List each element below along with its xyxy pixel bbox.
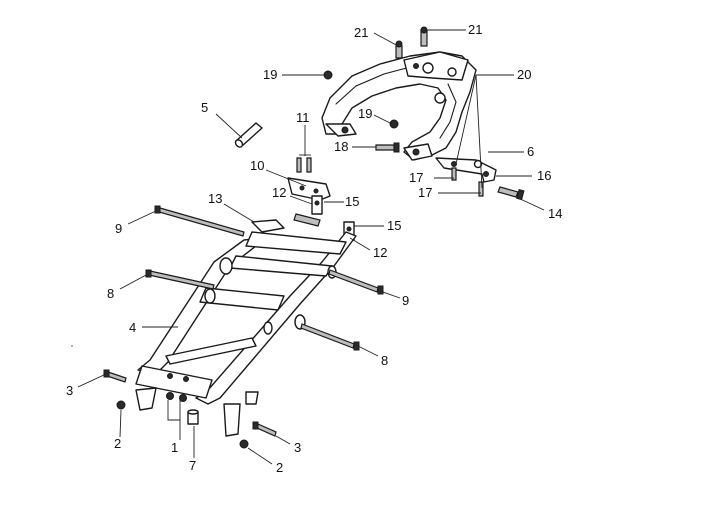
callout-8-left: 8 <box>107 286 114 301</box>
callout-15-upper: 15 <box>345 194 359 209</box>
leader-lines <box>77 29 545 465</box>
callout-2-left: 2 <box>114 436 121 451</box>
callout-19-top: 19 <box>263 67 277 82</box>
callout-19-mid: 19 <box>358 106 372 121</box>
callout-12-lower: 12 <box>373 245 387 260</box>
nuts-part-1 <box>166 392 187 402</box>
callout-20: 20 <box>517 67 531 82</box>
callout-17-lower: 17 <box>418 185 432 200</box>
latch-part-15-upper <box>311 195 323 215</box>
latch-part-12-upper <box>293 213 321 227</box>
pin-part-5 <box>234 122 263 148</box>
callout-21-left: 21 <box>354 25 368 40</box>
screw-part-17-a <box>451 167 457 181</box>
nut-part-2-right <box>239 439 249 449</box>
screws-part-11 <box>296 157 312 173</box>
bolt-part-3-right <box>252 421 277 437</box>
callout-11: 11 <box>296 110 310 125</box>
callout-17-upper: 17 <box>409 170 423 185</box>
bolt-part-9-right <box>328 269 384 295</box>
callout-6: 6 <box>527 144 534 159</box>
callout-10: 10 <box>250 158 264 173</box>
screw-part-17-b <box>478 181 484 197</box>
callout-9-left: 9 <box>115 221 122 236</box>
bolt-part-21-right <box>420 26 428 47</box>
spacer-part-7 <box>187 409 199 425</box>
callout-5: 5 <box>201 100 208 115</box>
bolt-part-8-right <box>300 323 360 351</box>
callout-3-right: 3 <box>294 440 301 455</box>
subframe-part-4 <box>135 231 357 437</box>
bolt-part-18 <box>375 142 400 153</box>
bolt-part-3-left <box>103 369 127 383</box>
bolt-part-8-left <box>145 269 215 290</box>
callout-2-right: 2 <box>276 460 283 475</box>
callout-9-right: 9 <box>402 293 409 308</box>
callout-14: 14 <box>548 206 562 221</box>
bolt-part-21-left <box>395 40 403 59</box>
nut-part-19-top <box>323 70 333 80</box>
callout-8-right: 8 <box>381 353 388 368</box>
stray-dot <box>71 345 73 347</box>
callout-3-left: 3 <box>66 383 73 398</box>
nut-part-2-left <box>116 400 126 410</box>
callout-21-right: 21 <box>468 22 482 37</box>
washer-part-6 <box>473 159 483 169</box>
plate-part-13 <box>251 219 285 233</box>
callout-15-lower: 15 <box>387 218 401 233</box>
bolt-part-14 <box>497 186 525 201</box>
callout-13: 13 <box>208 191 222 206</box>
bolt-part-9-left <box>154 205 245 237</box>
callout-12-upper: 12 <box>272 185 286 200</box>
luggage-rack-part-20 <box>321 51 477 161</box>
callout-1: 1 <box>171 440 178 455</box>
callout-4: 4 <box>129 320 136 335</box>
callout-labels: 21 21 19 20 5 19 11 18 6 10 17 16 12 17 … <box>66 22 562 475</box>
callout-16: 16 <box>537 168 551 183</box>
bracket-plate-part-10 <box>287 177 331 201</box>
nut-part-19-mid <box>389 119 399 129</box>
callout-18: 18 <box>334 139 348 154</box>
callout-7: 7 <box>189 458 196 473</box>
